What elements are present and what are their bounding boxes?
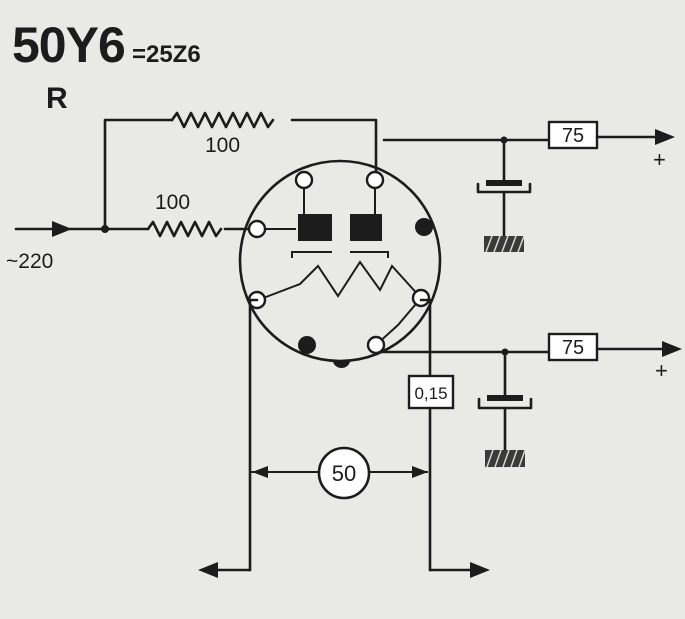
plate-1: [298, 214, 332, 241]
resistor-out-top: [547, 120, 599, 150]
resistor-input-value: 100: [155, 191, 190, 214]
resistor-top-value: 100: [205, 134, 240, 157]
tube-pin-left: [247, 219, 267, 239]
left-lead-arrow: [198, 562, 218, 578]
output-bottom-arrow: [662, 341, 682, 357]
tube-equivalent: =25Z6: [132, 41, 201, 68]
right-lead-arrow: [470, 562, 490, 578]
tube-pin-top-right: [365, 170, 385, 190]
series-resistor-indicator: [251, 446, 428, 500]
tube-envelope: [238, 159, 442, 363]
resistor-input: [146, 220, 223, 238]
top-branch-wire: [103, 118, 174, 231]
capacitor-bottom: [477, 350, 533, 452]
heater-filament: [257, 260, 422, 301]
ground-symbol-top: [484, 235, 525, 253]
resistor-top: [170, 111, 275, 129]
series-resistor-value: 50: [332, 461, 356, 486]
output-top-arrow: [655, 129, 675, 145]
output-top-polarity: +: [653, 147, 666, 172]
pin-marker-r: R: [46, 82, 68, 115]
plate-2: [350, 214, 382, 241]
tube-pin-top-left: [294, 170, 314, 190]
tube-pin-bottom-left-dark: [298, 336, 316, 354]
resistor-filament-value: 0,15: [414, 384, 447, 403]
resistor-out-bottom-value: 75: [562, 337, 584, 359]
tube-base-key: [333, 362, 350, 369]
input-arrow: [14, 221, 150, 237]
top-wire-to-pin: [290, 118, 378, 180]
resistor-filament: [407, 374, 455, 410]
tube-pin-right-dark: [415, 218, 433, 236]
input-voltage-label: ~220: [6, 250, 53, 273]
output-bottom-polarity: +: [655, 358, 668, 383]
capacitor-top: [476, 138, 532, 238]
tube-title: 50Y6: [12, 17, 125, 73]
resistor-out-top-value: 75: [562, 125, 584, 147]
ground-symbol-bottom: [485, 449, 526, 468]
tube-pin-lower-right: [411, 288, 431, 308]
resistor-out-bottom: [547, 332, 599, 362]
tube-pin-bottom-right: [366, 335, 386, 355]
